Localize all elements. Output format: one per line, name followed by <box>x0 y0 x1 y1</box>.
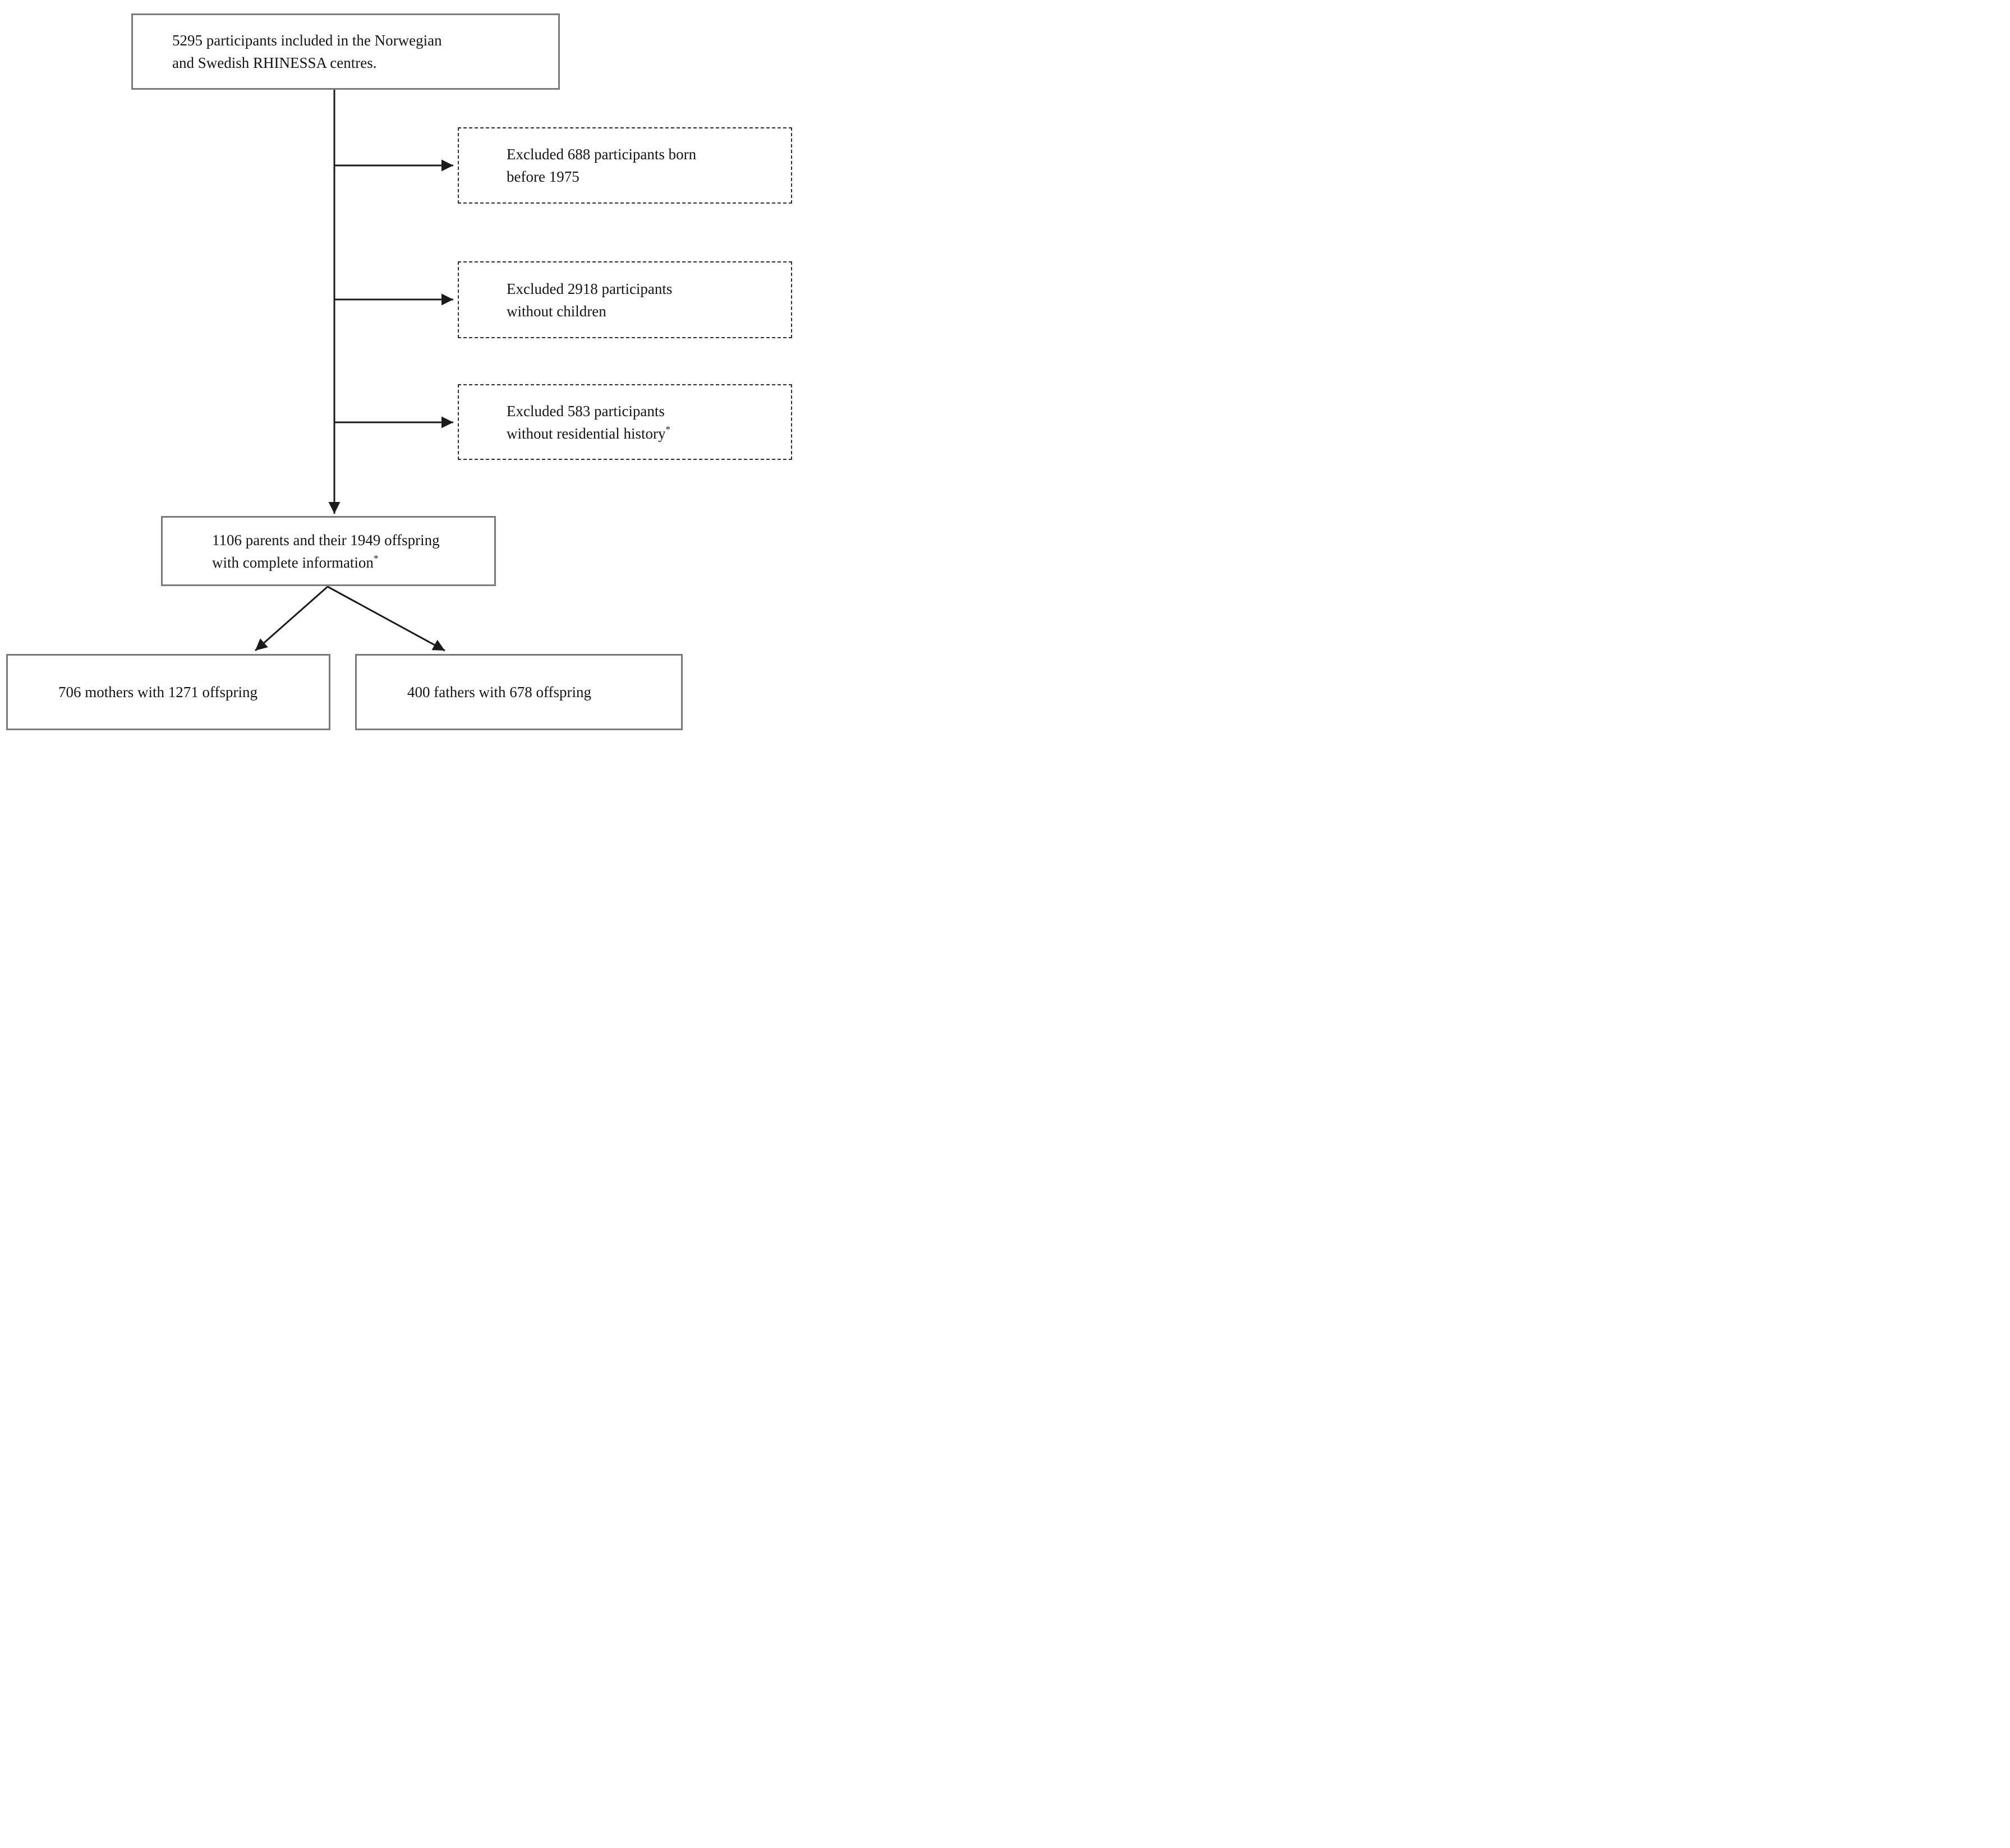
mothers-box: 706 mothers with 1271 offspring <box>6 654 330 730</box>
fathers-box: 400 fathers with 678 offspring <box>355 654 683 730</box>
excluded-born-before-1975-line-2: before 1975 <box>507 168 579 185</box>
excluded-born-before-1975-box: Excluded 688 participants born before 19… <box>458 127 792 204</box>
excluded-without-children-line-2: without children <box>507 302 606 320</box>
excluded-without-residential-history-line-2: without residential history* <box>507 422 791 445</box>
included-participants-line-1: 5295 participants included in the Norweg… <box>172 32 442 49</box>
excluded-without-children-box: Excluded 2918 participants without child… <box>458 261 792 338</box>
complete-information-line-1: 1106 parents and their 1949 offspring <box>212 531 440 549</box>
complete-information-line-2: with complete information* <box>212 551 494 574</box>
included-participants-line-2: and Swedish RHINESSA centres. <box>172 54 377 71</box>
complete-information-box: 1106 parents and their 1949 offspring wi… <box>161 516 496 586</box>
mothers-line-1: 706 mothers with 1271 offspring <box>58 684 257 701</box>
complete-information-line-2-text: with complete information <box>212 554 374 571</box>
excluded-without-children-line-1: Excluded 2918 participants <box>507 280 673 297</box>
flow-diagram: 5295 participants included in the Norweg… <box>0 0 804 739</box>
arrow-to-fathers <box>327 586 445 652</box>
included-participants-box: 5295 participants included in the Norweg… <box>131 13 560 90</box>
flow-connectors <box>255 90 453 652</box>
excluded-without-residential-history-line-2-text: without residential history <box>507 425 666 442</box>
excluded-without-residential-history-line-1: Excluded 583 participants <box>507 402 665 420</box>
excluded-without-residential-history-box: Excluded 583 participants without reside… <box>458 384 792 460</box>
excluded-born-before-1975-line-1: Excluded 688 participants born <box>507 146 697 163</box>
residential-history-asterisk: * <box>665 423 670 435</box>
complete-information-asterisk: * <box>373 552 379 564</box>
fathers-line-1: 400 fathers with 678 offspring <box>407 684 591 701</box>
arrow-to-mothers <box>255 586 328 652</box>
